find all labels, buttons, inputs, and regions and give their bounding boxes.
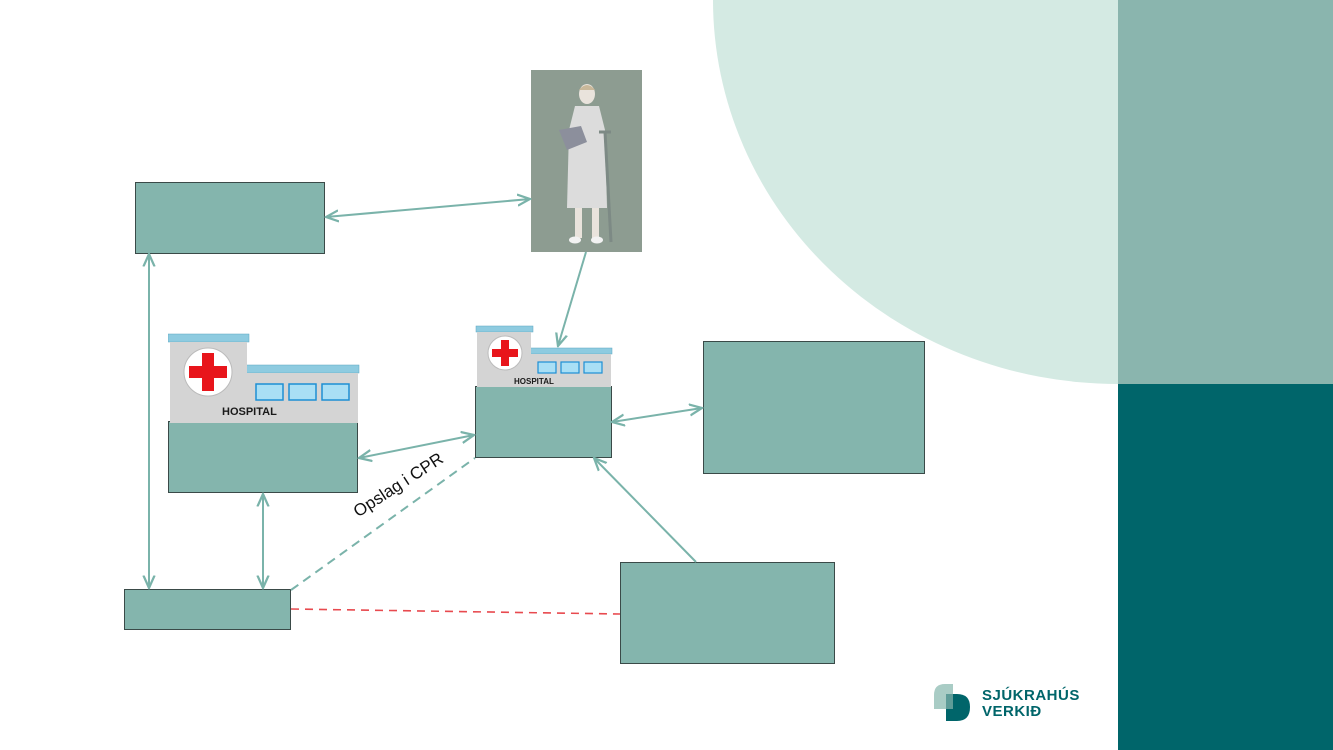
arrow-bottomcenter-hospitalcenter — [594, 458, 697, 563]
arrow-topleft-patient — [326, 199, 530, 217]
dashed-red-link — [290, 608, 621, 615]
logo-icon — [934, 684, 970, 721]
light-teal-quarter-circle — [713, 0, 1118, 384]
arrow-hospitalcenter-right — [612, 408, 702, 422]
logo-line1: SJÚKRAHÚS — [982, 687, 1080, 704]
hospital-label-large: HOSPITAL — [222, 406, 277, 418]
box-top-left — [135, 182, 325, 254]
arrow-hospitalleft-hospitalcenter — [359, 435, 474, 458]
right-panel-top — [1118, 0, 1333, 384]
right-panel-bottom — [1118, 384, 1333, 750]
box-right — [703, 341, 925, 474]
logo-text: SJÚKRAHÚS VERKIÐ — [982, 688, 1080, 720]
hospital-label-small: HOSPITAL — [514, 377, 554, 386]
dashed-cpr-lookup — [290, 457, 476, 591]
box-bottom-center — [620, 562, 835, 664]
arrow-patient-hospital — [558, 251, 587, 346]
hospital-building-small: HOSPITAL — [475, 325, 613, 387]
hospital-building-large: HOSPITAL — [168, 333, 360, 423]
box-bottom-left — [124, 589, 291, 630]
logo-line2: VERKIÐ — [982, 703, 1042, 720]
patient-figure — [531, 70, 642, 252]
